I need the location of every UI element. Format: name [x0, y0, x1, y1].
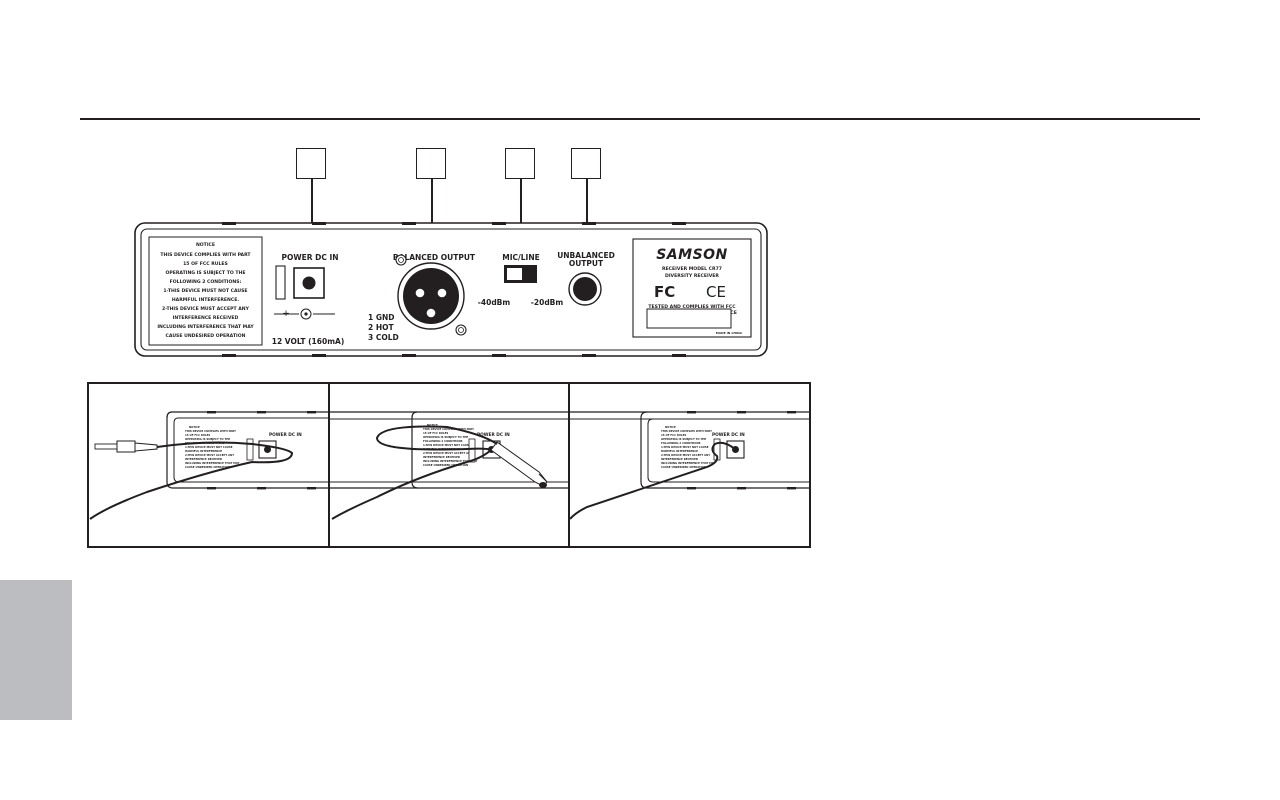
svg-text:HARMFUL INTERFERENCE: HARMFUL INTERFERENCE	[661, 449, 698, 453]
svg-text:NOTICE: NOTICE	[665, 425, 676, 429]
callout-leader-unbalanced	[586, 179, 588, 259]
svg-text:THIS DEVICE COMPLIES WITH PART: THIS DEVICE COMPLIES WITH PART	[423, 427, 474, 431]
svg-text:NOTICE: NOTICE	[189, 425, 200, 429]
svg-text:HARMFUL INTERFERENCE: HARMFUL INTERFERENCE	[185, 449, 222, 453]
power-rating-label: 12 VOLT (160mA)	[272, 337, 345, 346]
svg-text:1-THIS DEVICE MUST NOT CAUSE: 1-THIS DEVICE MUST NOT CAUSE	[423, 443, 471, 447]
callout-leader-mic-line	[520, 179, 522, 265]
pin-hot-label: 2 HOT	[368, 323, 394, 332]
notice-line: HARMFUL INTERFERENCE.	[172, 297, 240, 303]
callout-box-mic-line	[505, 148, 535, 179]
callout-box-power	[296, 148, 326, 179]
rear-panel-drawing: NOTICE THIS DEVICE COMPLIES WITH PART 15…	[134, 222, 768, 357]
callout-box-unbalanced	[571, 148, 601, 179]
svg-text:NOTICE: NOTICE	[427, 423, 438, 427]
svg-text:CAUSE UNDESIRED OPERATION: CAUSE UNDESIRED OPERATION	[185, 465, 230, 469]
pin-cold-label: 3 COLD	[368, 333, 399, 342]
notice-line: CAUSE UNDESIRED OPERATION	[166, 333, 246, 339]
polarity-center-dot	[304, 312, 308, 316]
header-rule	[80, 118, 1200, 120]
svg-text:INCLUDING INTERFERENCE THAT MA: INCLUDING INTERFERENCE THAT MAY	[423, 459, 478, 463]
mic-level-label: -40dBm	[478, 298, 511, 307]
made-in-label: MADE IN CHINA	[716, 331, 743, 335]
notice-heading: NOTICE	[196, 242, 215, 248]
illustration-outer-frame	[87, 382, 811, 548]
svg-text:INTERFERENCE RECEIVED: INTERFERENCE RECEIVED	[661, 457, 699, 461]
svg-text:THIS DEVICE COMPLIES WITH PART: THIS DEVICE COMPLIES WITH PART	[661, 429, 712, 433]
callout-box-balanced	[416, 148, 446, 179]
svg-text:15 OF FCC RULES: 15 OF FCC RULES	[661, 433, 686, 437]
svg-text:FOLLOWING 2 CONDITIONS: FOLLOWING 2 CONDITIONS	[661, 441, 701, 445]
notice-line: OPERATING IS SUBJECT TO THE	[165, 270, 245, 276]
mic-line-label: MIC/LINE	[502, 253, 539, 262]
receiver-type-line: DIVERSITY RECEIVER	[665, 273, 719, 279]
unbalanced-output-label: UNBALANCED	[557, 251, 615, 260]
unbalanced-jack-hole	[573, 277, 597, 301]
step3-power-label: POWER DC IN	[712, 432, 745, 438]
tested-line-1: TESTED AND COMPLIES WITH FCC	[648, 304, 736, 310]
step2-power-label: POWER DC IN	[477, 432, 510, 438]
section-side-tab	[0, 580, 72, 720]
step1-power-label: POWER DC IN	[269, 432, 302, 438]
unbalanced-output-label-2: OUTPUT	[569, 259, 604, 268]
notice-line: 2-THIS DEVICE MUST ACCEPT ANY	[162, 306, 250, 312]
polarity-symbol	[274, 308, 335, 320]
svg-text:INTERFERENCE RECEIVED: INTERFERENCE RECEIVED	[423, 455, 461, 459]
ce-mark: CE	[706, 283, 726, 301]
model-line: RECEIVER MODEL CR77	[662, 266, 722, 272]
svg-text:1-THIS DEVICE MUST NOT CAUSE: 1-THIS DEVICE MUST NOT CAUSE	[661, 445, 709, 449]
svg-text:FOLLOWING 2 CONDITIONS: FOLLOWING 2 CONDITIONS	[423, 439, 463, 443]
balanced-output-label: BALANCED OUTPUT	[393, 253, 476, 262]
pin-gnd-label: 1 GND	[368, 313, 395, 322]
svg-text:OPERATING IS SUBJECT TO THE: OPERATING IS SUBJECT TO THE	[661, 437, 706, 441]
notice-line: 1-THIS DEVICE MUST NOT CAUSE	[163, 288, 247, 294]
svg-text:CAUSE UNDESIRED OPERATION: CAUSE UNDESIRED OPERATION	[661, 465, 706, 469]
svg-text:INCLUDING INTERFERENCE THAT MA: INCLUDING INTERFERENCE THAT MAY	[185, 461, 240, 465]
svg-text:OPERATING IS SUBJECT TO THE: OPERATING IS SUBJECT TO THE	[185, 437, 230, 441]
xlr-connector	[395, 254, 467, 336]
cable-clip-slot	[275, 265, 286, 300]
notice-line: THIS DEVICE COMPLIES WITH PART	[160, 252, 251, 258]
serial-number-box	[646, 308, 732, 329]
svg-text:15 OF FCC RULES: 15 OF FCC RULES	[423, 431, 448, 435]
svg-text:CAUSE UNDESIRED OPERATION: CAUSE UNDESIRED OPERATION	[423, 463, 468, 467]
svg-text:2-THIS DEVICE MUST ACCEPT ANY: 2-THIS DEVICE MUST ACCEPT ANY	[185, 453, 234, 457]
notice-line: 15 OF FCC RULES	[183, 261, 228, 267]
notice-line: INCLUDING INTERFERENCE THAT MAY	[157, 324, 254, 330]
notice-line: INTERFERENCE RECEIVED	[173, 315, 239, 321]
brand-logo: SAMSON	[656, 247, 728, 263]
svg-text:2-THIS DEVICE MUST ACCEPT ANY: 2-THIS DEVICE MUST ACCEPT ANY	[661, 453, 710, 457]
mic-line-switch-slot	[507, 268, 522, 280]
fcc-mark: FC	[654, 283, 675, 301]
notice-box	[148, 236, 263, 346]
svg-text:INCLUDING INTERFERENCE THAT MA: INCLUDING INTERFERENCE THAT MAY	[661, 461, 716, 465]
panel-inner-frame	[140, 228, 762, 351]
panel-top-notches	[222, 222, 686, 357]
callout-leader-balanced	[431, 179, 433, 254]
svg-text:15 OF FCC RULES: 15 OF FCC RULES	[185, 433, 210, 437]
svg-text:OPERATING IS SUBJECT TO THE: OPERATING IS SUBJECT TO THE	[423, 435, 468, 439]
svg-text:1-THIS DEVICE MUST NOT CAUSE: 1-THIS DEVICE MUST NOT CAUSE	[185, 445, 233, 449]
power-dc-in-label: POWER DC IN	[281, 253, 338, 262]
notice-line: FOLLOWING 2 CONDITIONS:	[170, 279, 242, 285]
svg-text:2-THIS DEVICE MUST ACCEPT ANY: 2-THIS DEVICE MUST ACCEPT ANY	[423, 451, 472, 455]
line-level-label: -20dBm	[531, 298, 564, 307]
power-jack-hole	[302, 276, 316, 290]
svg-text:INTERFERENCE RECEIVED: INTERFERENCE RECEIVED	[185, 457, 223, 461]
svg-text:THIS DEVICE COMPLIES WITH PART: THIS DEVICE COMPLIES WITH PART	[185, 429, 236, 433]
